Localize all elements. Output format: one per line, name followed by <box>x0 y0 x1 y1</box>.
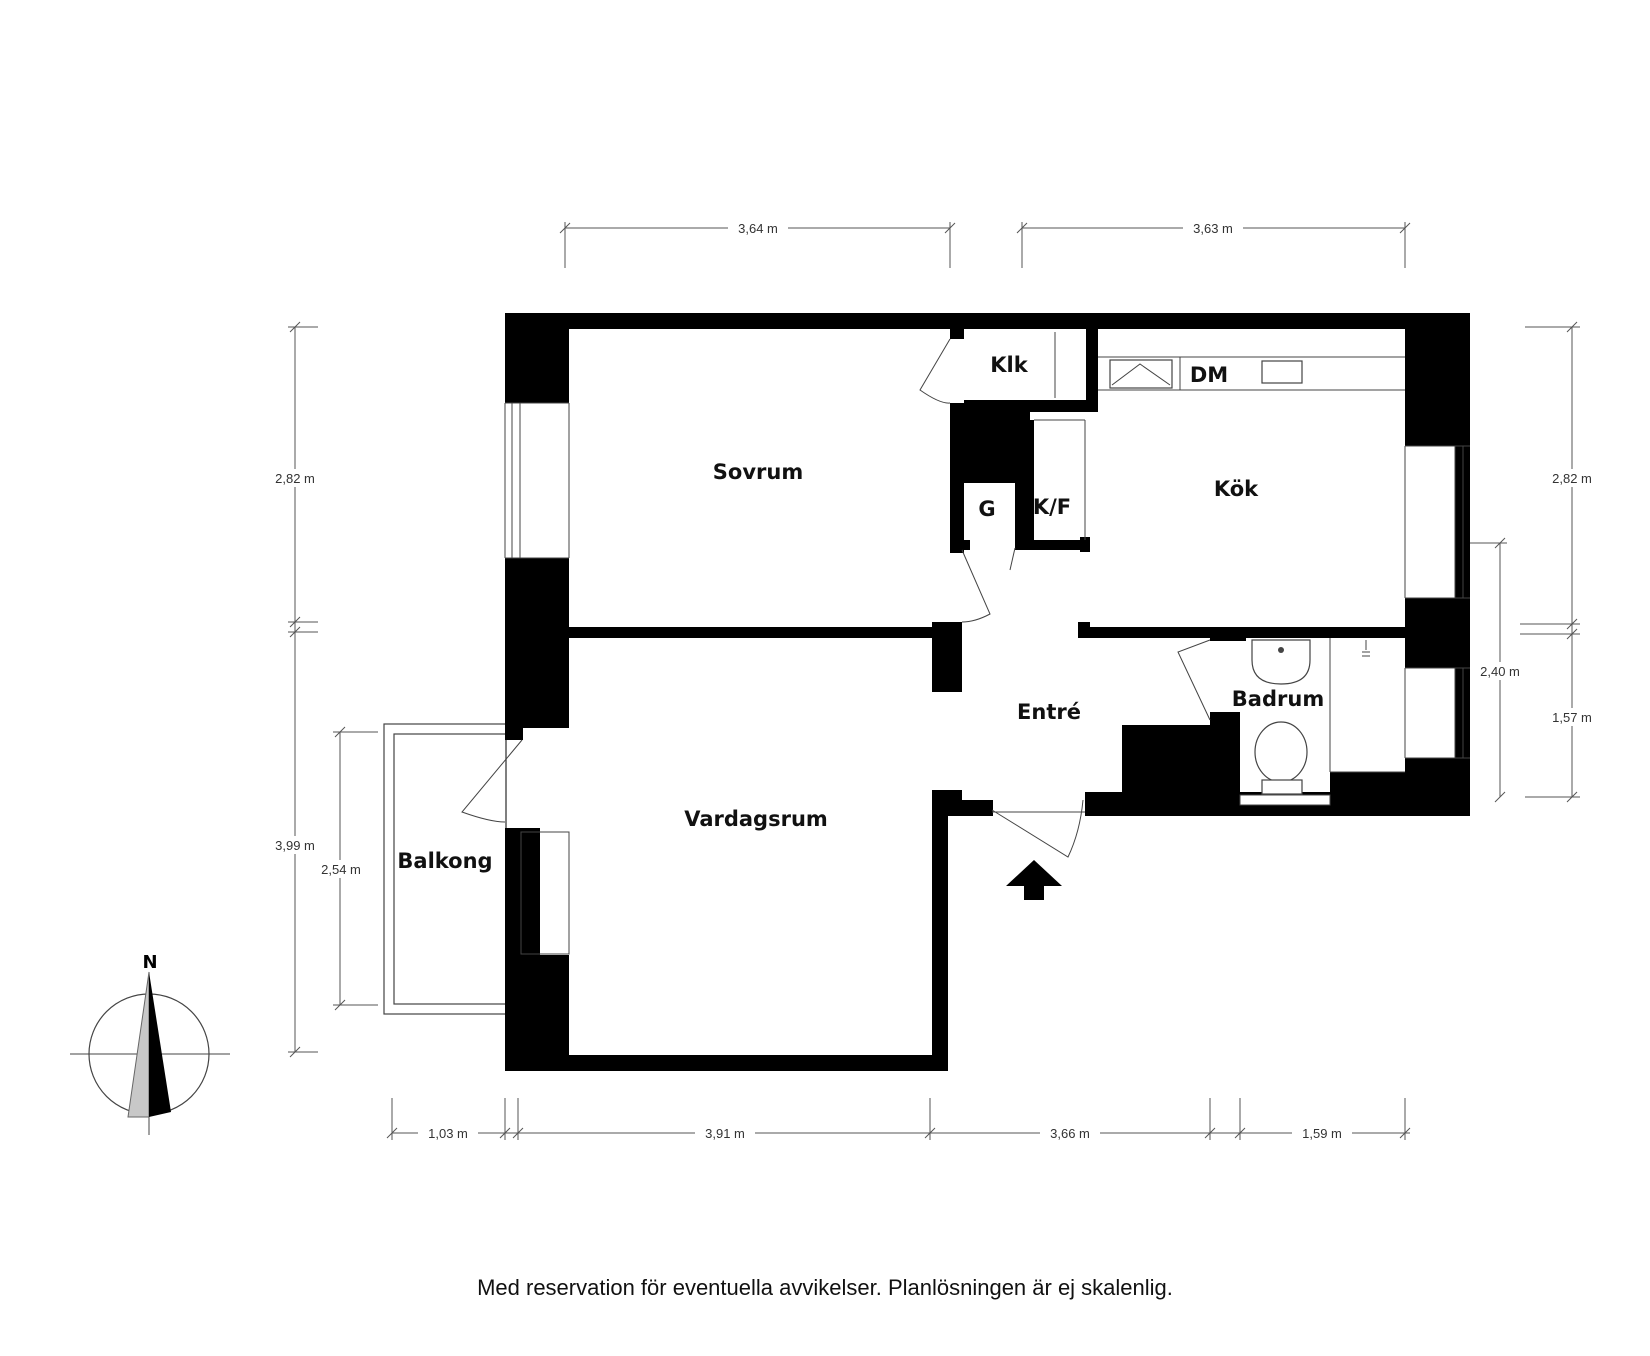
doors <box>461 338 1211 858</box>
dim-balcony-height: 2,54 m <box>321 862 361 877</box>
dim-right-lower: 1,57 m <box>1552 710 1592 725</box>
disclaimer-text: Med reservation för eventuella avvikelse… <box>477 1275 1173 1300</box>
dim-bottom-bath: 1,59 m <box>1302 1126 1342 1141</box>
dim-bottom-entre: 3,66 m <box>1050 1126 1090 1141</box>
room-dm: DM <box>1190 363 1228 387</box>
dim-right-mid: 2,40 m <box>1480 664 1520 679</box>
dimension-lines <box>288 222 1580 1140</box>
fixtures <box>1034 332 1405 806</box>
room-badrum: Badrum <box>1232 687 1324 711</box>
walls <box>505 313 1470 1071</box>
room-entre: Entré <box>1017 700 1081 724</box>
dim-left-lower: 3,99 m <box>275 838 315 853</box>
entrance-arrow-icon <box>1006 860 1062 900</box>
dim-bottom-living: 3,91 m <box>705 1126 745 1141</box>
dimension-labels: 3,64 m 3,63 m 2,82 m 3,99 m 2,54 m 2,82 … <box>264 219 1603 1142</box>
room-g: G <box>978 497 995 521</box>
room-kf: K/F <box>1033 495 1071 519</box>
room-kok: Kök <box>1214 477 1259 501</box>
compass-icon: N <box>70 952 230 1135</box>
dim-bottom-balcony: 1,03 m <box>428 1126 468 1141</box>
dim-right-upper: 2,82 m <box>1552 471 1592 486</box>
compass-north-label: N <box>142 952 157 973</box>
room-sovrum: Sovrum <box>713 460 803 484</box>
room-klk: Klk <box>990 353 1028 377</box>
windows <box>504 402 1470 955</box>
room-labels: Sovrum Klk DM Kök G K/F Entré Badrum Var… <box>397 353 1324 873</box>
room-vardagsrum: Vardagsrum <box>684 807 828 831</box>
room-balkong: Balkong <box>397 849 492 873</box>
dim-left-upper: 2,82 m <box>275 471 315 486</box>
dim-top-left: 3,64 m <box>738 221 778 236</box>
dim-top-right: 3,63 m <box>1193 221 1233 236</box>
